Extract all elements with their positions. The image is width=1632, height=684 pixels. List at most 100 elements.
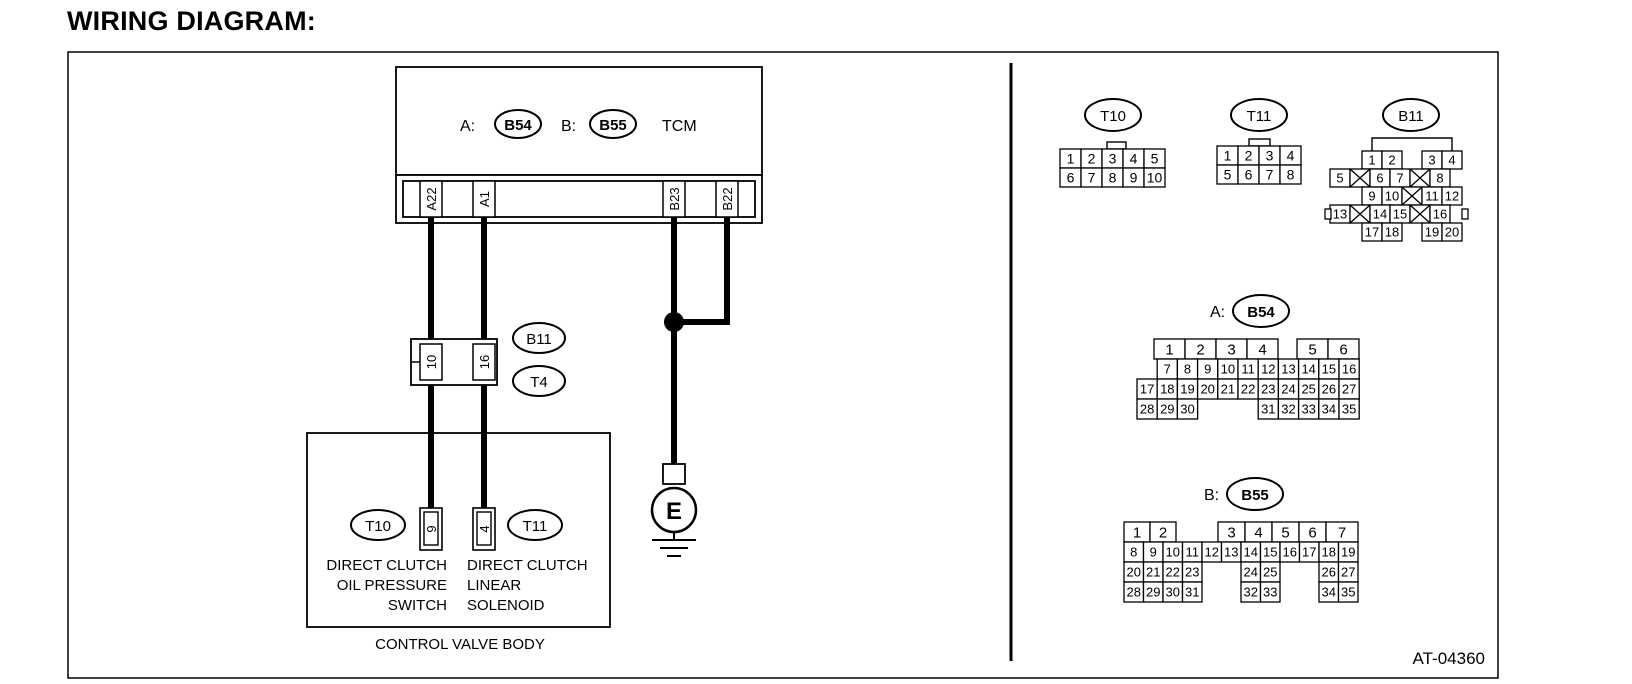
- pin-cell-b54-23: 23: [1257, 378, 1280, 400]
- pin-cell-b54-9: 9: [1196, 358, 1219, 380]
- pin-cell-b55-13: 13: [1220, 541, 1242, 563]
- pin-cell-t11-6: 6: [1237, 164, 1260, 185]
- junction-connector-bottom: T4: [530, 374, 548, 391]
- pin-label: 13: [1333, 207, 1347, 222]
- pin-cell-b55-24: 24: [1240, 561, 1262, 583]
- pin-cell-b54-34: 34: [1318, 398, 1340, 420]
- pin-label: 6: [1067, 170, 1075, 186]
- blank-cavity-b11-1: [1349, 168, 1371, 188]
- pin-cell-b55-21: 21: [1142, 561, 1164, 583]
- pin-cell-b55-9: 9: [1142, 541, 1164, 563]
- pin-cell-b54-12: 12: [1257, 358, 1280, 380]
- solenoid-label-2: LINEAR: [467, 577, 521, 594]
- pin-label: 6: [1245, 167, 1253, 183]
- pin-cell-b11-4: 4: [1441, 150, 1463, 170]
- pin-label: 9: [1150, 545, 1157, 560]
- switch-label-2: OIL PRESSURE: [337, 577, 447, 594]
- pin-label: 7: [1396, 171, 1403, 186]
- control-valve-body-label: CONTROL VALVE BODY: [375, 636, 545, 653]
- pin-cell-b54-28: 28: [1136, 398, 1158, 420]
- pin-cell-b54-20: 20: [1196, 378, 1219, 400]
- pin-cell-b11-15: 15: [1389, 204, 1411, 224]
- pin-cell-b54-16: 16: [1338, 358, 1360, 380]
- pin-label: 1: [1133, 524, 1141, 541]
- pin-label: 8: [1130, 545, 1137, 560]
- pin-cell-b55-29: 29: [1142, 581, 1164, 603]
- pin-cell-b55-8: 8: [1123, 541, 1145, 563]
- pin-cell-b55-18: 18: [1318, 541, 1340, 563]
- pin-label: 32: [1244, 585, 1258, 600]
- pin-label: 33: [1301, 402, 1315, 417]
- control-valve-body: 9 4 T10 T11 DIRECT CLUTCH OIL PRESSURE S…: [306, 432, 611, 628]
- pin-label: 35: [1341, 585, 1355, 600]
- pin-label: 1: [1224, 148, 1232, 164]
- pin-cell-b55-5: 5: [1271, 521, 1300, 543]
- connector-b55-prefix: B:: [1204, 487, 1219, 504]
- tcm-module: A: B54 B: B55 TCM: [395, 66, 763, 176]
- pin-cell-b55-26: 26: [1318, 561, 1340, 583]
- pin-label: 7: [1266, 167, 1274, 183]
- pin-label: 9: [1204, 362, 1211, 377]
- pin-cell-b55-33: 33: [1259, 581, 1281, 603]
- pin-label: 34: [1322, 402, 1336, 417]
- pin-label: 3: [1109, 151, 1117, 167]
- tcm-prefix-a: A:: [460, 118, 475, 135]
- pin-label: 18: [1160, 382, 1174, 397]
- blank-cavity-b11-4: [1409, 168, 1431, 188]
- pin-cell-b54-11: 11: [1237, 358, 1259, 380]
- pin-cell-t11-1: 1: [1216, 145, 1239, 166]
- pin-label: 7: [1338, 524, 1346, 541]
- tcm-prefix-b: B:: [561, 118, 576, 135]
- solenoid-connector-oval: [507, 509, 563, 541]
- pin-cell-b55-25: 25: [1259, 561, 1281, 583]
- pin-label: 15: [1322, 362, 1336, 377]
- pin-cell-b55-12: 12: [1201, 541, 1223, 563]
- pin-cell-b55-3: 3: [1217, 521, 1246, 543]
- pin-label: 2: [1388, 153, 1395, 168]
- pin-cell-b55-22: 22: [1162, 561, 1184, 583]
- pin-label: 16: [1283, 545, 1297, 560]
- pin-label: 31: [1261, 402, 1275, 417]
- pin-label: 15: [1263, 545, 1277, 560]
- pin-cell-b54-35: 35: [1338, 398, 1360, 420]
- pin-cell-b11-1: 1: [1361, 150, 1383, 170]
- pin-label: 5: [1281, 524, 1289, 541]
- pin-cell-t10-3: 3: [1101, 148, 1124, 169]
- junction-b11-oval: [512, 322, 566, 354]
- pin-label: 25: [1301, 382, 1315, 397]
- pin-label: 23: [1261, 382, 1275, 397]
- tcm-connector-a-oval: [494, 109, 542, 139]
- pin-label: 5: [1151, 151, 1159, 167]
- pin-cell-b54-13: 13: [1277, 358, 1300, 380]
- pin-cell-b55-27: 27: [1337, 561, 1359, 583]
- pin-label: 10: [1147, 170, 1163, 186]
- pin-label: 5: [1336, 171, 1343, 186]
- pin-label: 23: [1185, 565, 1199, 580]
- pin-cell-b54-25: 25: [1297, 378, 1320, 400]
- solenoid-label-3: SOLENOID: [467, 597, 545, 614]
- pin-cell-b54-27: 27: [1338, 378, 1360, 400]
- pin-label: 2: [1196, 341, 1204, 358]
- pin-cell-t11-7: 7: [1258, 164, 1281, 185]
- pin-cell-t11-4: 4: [1279, 145, 1302, 166]
- pin-label: 18: [1385, 225, 1399, 240]
- pin-cell-t11-3: 3: [1258, 145, 1281, 166]
- pin-cell-b54-5: 5: [1296, 338, 1329, 360]
- pin-label: 20: [1127, 565, 1141, 580]
- pin-label: 2: [1245, 148, 1253, 164]
- pin-cell-b54-2: 2: [1184, 338, 1217, 360]
- pin-label: 20: [1445, 225, 1459, 240]
- connector-b54-prefix: A:: [1210, 304, 1225, 321]
- pin-label: 4: [1254, 524, 1262, 541]
- pin-label: 10: [1166, 545, 1180, 560]
- tcm-connector-strip: A22 A1 B23 B22: [395, 174, 763, 224]
- pin-label: 11: [1425, 189, 1439, 204]
- pin-cell-b55-35: 35: [1337, 581, 1359, 603]
- pin-label: 13: [1281, 362, 1295, 377]
- pin-cell-b55-30: 30: [1162, 581, 1184, 603]
- tcm-pin-a1: A1: [477, 191, 492, 207]
- pin-cell-b11-6: 6: [1369, 168, 1391, 188]
- pin-cell-b54-22: 22: [1237, 378, 1259, 400]
- pin-label: 26: [1322, 565, 1336, 580]
